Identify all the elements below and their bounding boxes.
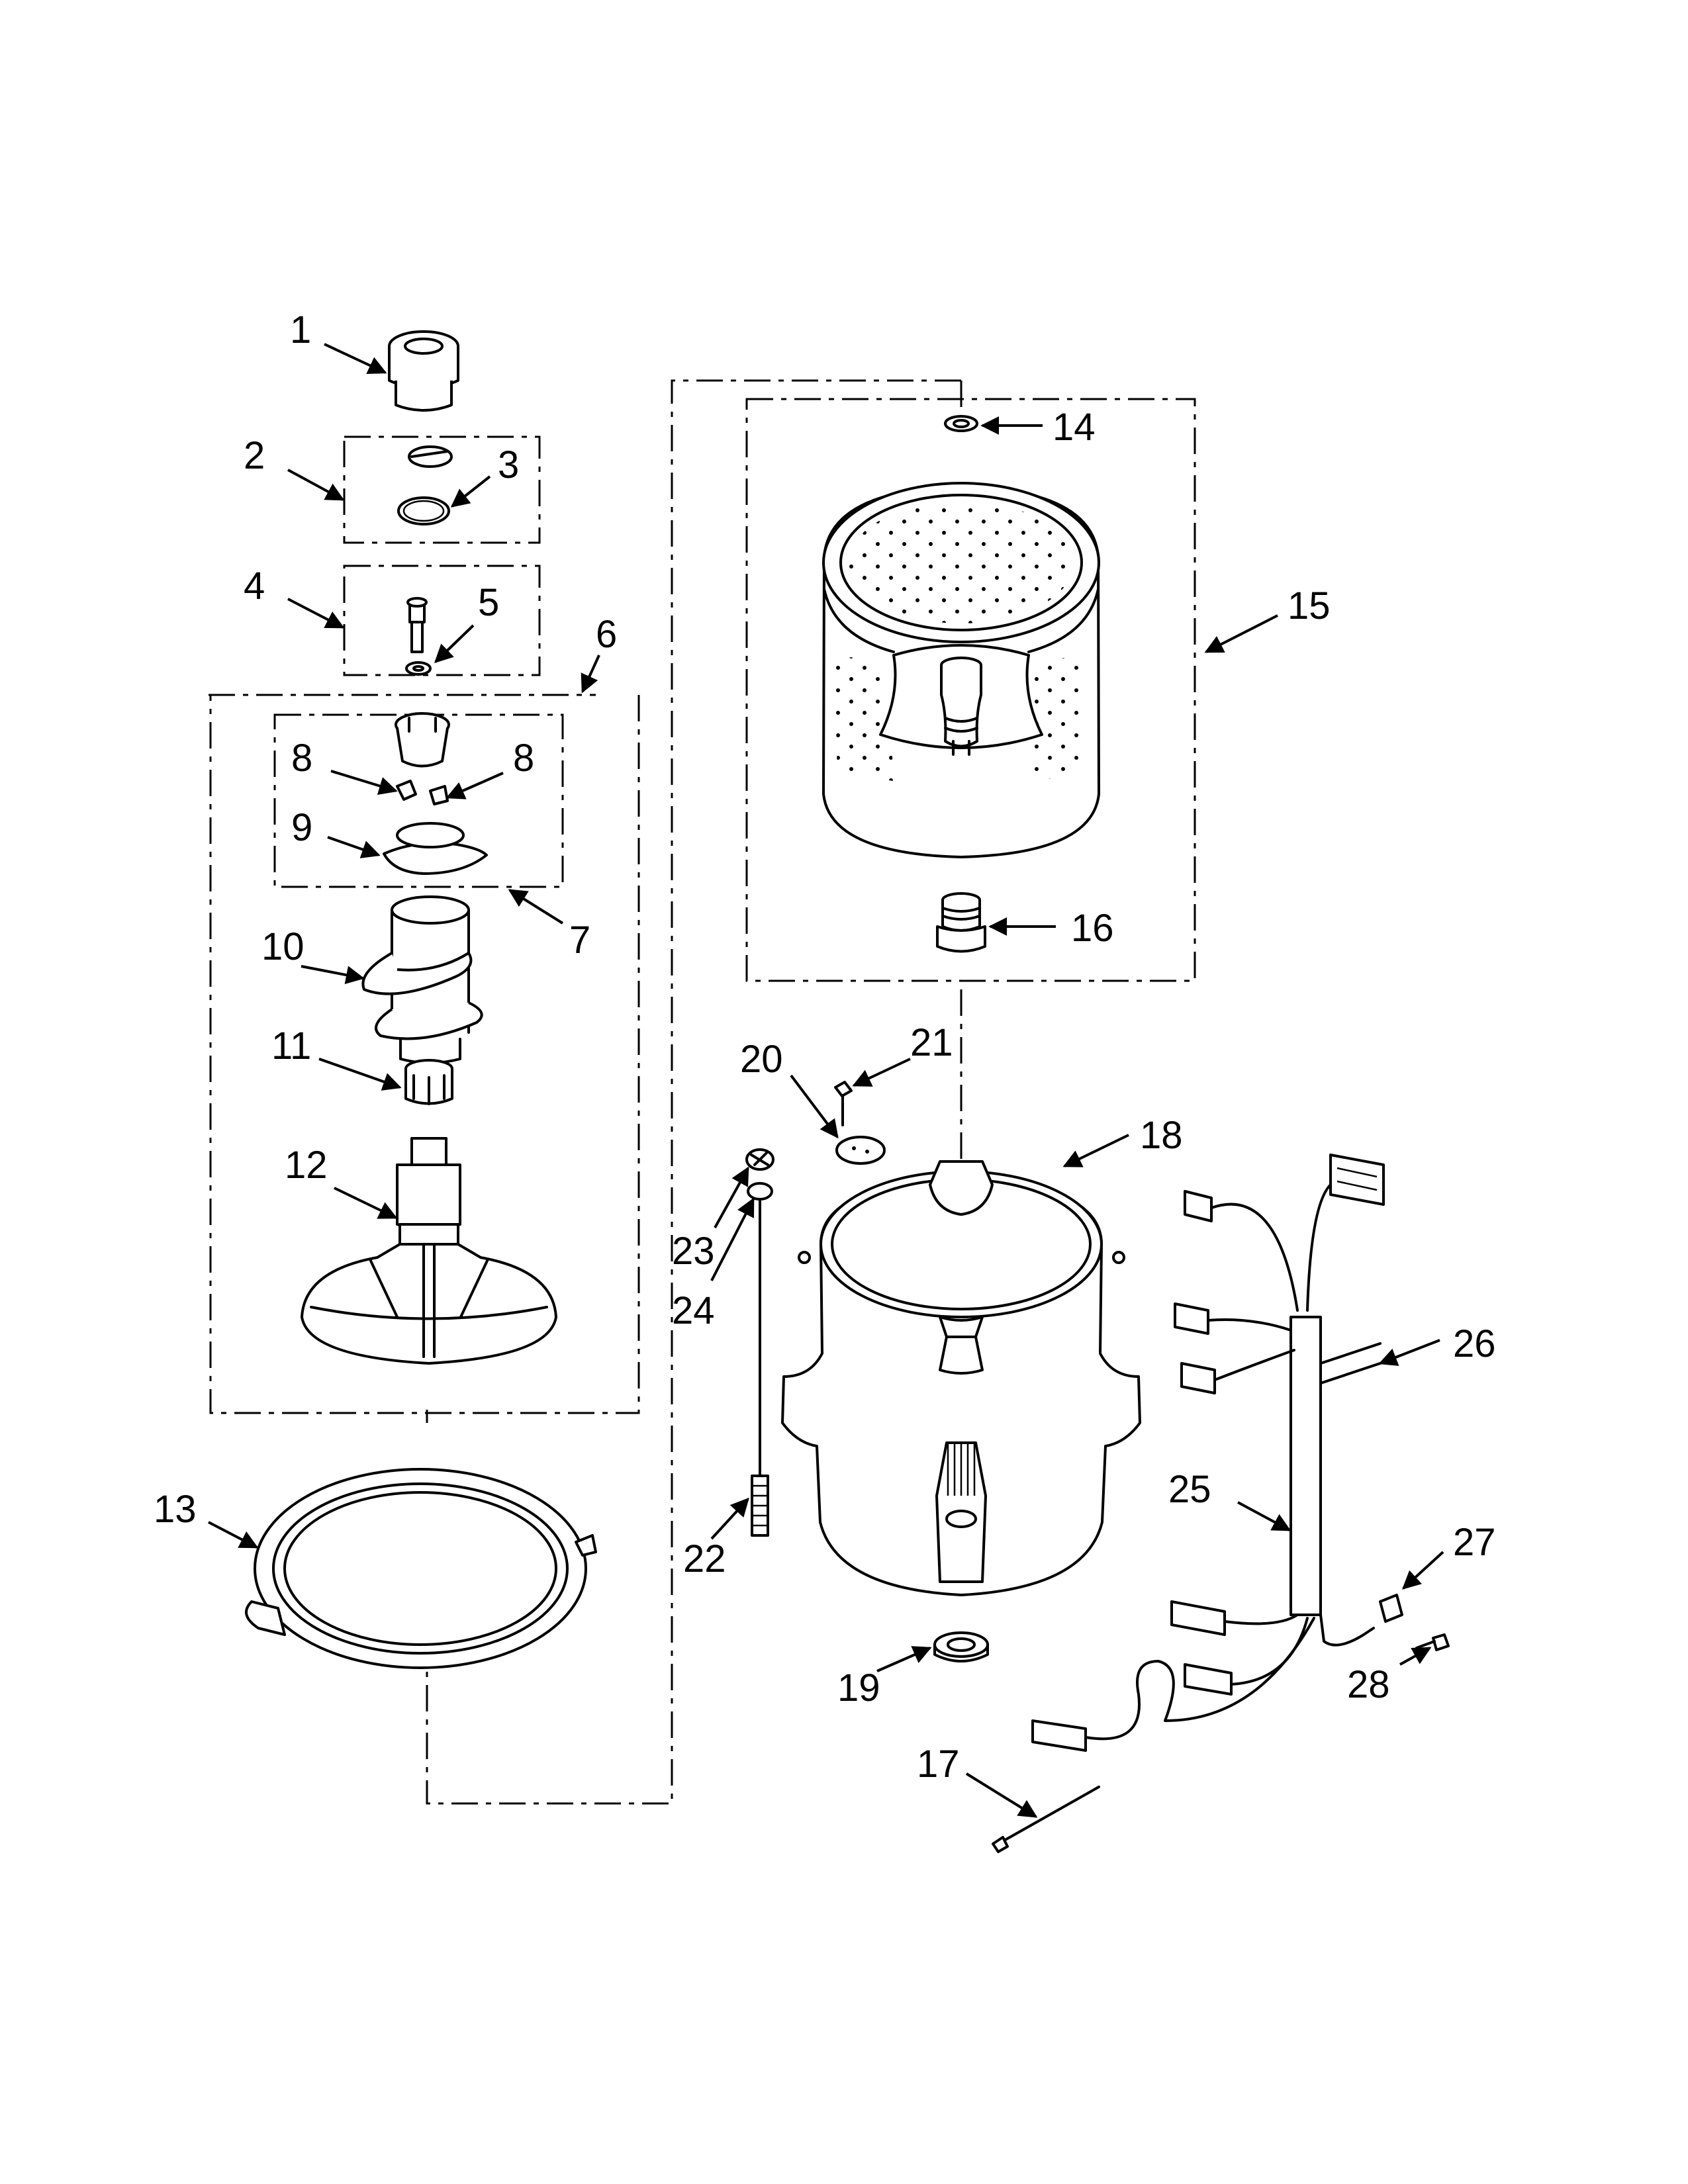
callout-6: 6 bbox=[596, 613, 617, 656]
leader-9 bbox=[327, 836, 381, 858]
part-6-cam-assembly bbox=[395, 712, 450, 768]
group-box-2 bbox=[343, 435, 541, 544]
leader-18 bbox=[1062, 1134, 1129, 1167]
leader-7 bbox=[508, 889, 564, 925]
part-23-pivot-dome bbox=[745, 1148, 774, 1171]
callout-1: 1 bbox=[290, 308, 311, 351]
leader-4 bbox=[287, 598, 345, 629]
callout-8-left: 8 bbox=[291, 737, 312, 780]
part-10-auger bbox=[361, 895, 483, 1064]
callout-27: 27 bbox=[1453, 1521, 1496, 1564]
part-16-drive-hub bbox=[936, 892, 986, 953]
callout-24: 24 bbox=[672, 1289, 715, 1332]
callout-26: 26 bbox=[1453, 1322, 1496, 1365]
leader-12 bbox=[334, 1187, 398, 1219]
leader-1 bbox=[324, 343, 387, 375]
assembly-link-line bbox=[426, 379, 962, 1805]
part-17-tie-strap bbox=[992, 1786, 1100, 1853]
callout-labels: 1 2 3 4 5 6 7 8 8 9 10 11 12 13 14 15 16… bbox=[154, 308, 1496, 1786]
part-1-agitator-cap bbox=[388, 330, 459, 412]
part-20-grommet bbox=[835, 1136, 886, 1165]
callout-21: 21 bbox=[910, 1021, 953, 1064]
part-27-harness-clip bbox=[1379, 1594, 1403, 1623]
callout-14: 14 bbox=[1053, 406, 1096, 449]
callout-11: 11 bbox=[271, 1024, 311, 1068]
leader-21 bbox=[852, 1058, 911, 1087]
leader-28 bbox=[1399, 1647, 1432, 1666]
callout-2: 2 bbox=[244, 434, 265, 477]
callout-28: 28 bbox=[1347, 1663, 1390, 1706]
group-box-6 bbox=[209, 694, 640, 1414]
part-19-tub-seal bbox=[933, 1631, 989, 1662]
part-8-dog-right bbox=[429, 785, 449, 805]
leader-5 bbox=[434, 624, 475, 663]
callout-23: 23 bbox=[672, 1230, 715, 1273]
callout-25: 25 bbox=[1168, 1468, 1211, 1511]
callout-16: 16 bbox=[1071, 907, 1114, 950]
callout-13: 13 bbox=[154, 1488, 197, 1531]
callout-4: 4 bbox=[244, 565, 265, 608]
callout-17: 17 bbox=[917, 1743, 960, 1786]
group-box-4 bbox=[343, 565, 541, 676]
callout-20: 20 bbox=[740, 1038, 783, 1081]
leader-15 bbox=[1204, 614, 1278, 653]
part-12-agitator-base bbox=[301, 1137, 557, 1365]
part-25-wire-harness bbox=[1031, 1154, 1385, 1752]
group-box-15 bbox=[745, 398, 1196, 982]
leader-20 bbox=[790, 1074, 839, 1139]
part-11-drive-coupling bbox=[404, 1059, 453, 1105]
part-18-outer-tub bbox=[781, 1160, 1141, 1596]
leader-25 bbox=[1237, 1501, 1291, 1531]
part-28-screw bbox=[1415, 1633, 1450, 1651]
leader-23 bbox=[714, 1166, 749, 1228]
group-boxes bbox=[209, 379, 1196, 1805]
part-24-suspension-ball bbox=[747, 1182, 773, 1201]
callout-15: 15 bbox=[1288, 584, 1331, 627]
part-15-wash-basket bbox=[822, 482, 1100, 858]
leader-11 bbox=[318, 1058, 402, 1091]
callout-22: 22 bbox=[683, 1537, 726, 1580]
leader-10 bbox=[301, 965, 365, 984]
leader-8a bbox=[330, 770, 398, 796]
callout-7: 7 bbox=[569, 919, 590, 962]
part-2-3-retainer-and-oring bbox=[397, 445, 453, 525]
leader-17 bbox=[965, 1772, 1038, 1818]
callout-3: 3 bbox=[498, 443, 519, 486]
part-22-suspension-rod-spring bbox=[751, 1200, 769, 1537]
callout-18: 18 bbox=[1140, 1114, 1183, 1157]
callout-9: 9 bbox=[291, 806, 312, 849]
part-13-tub-ring bbox=[245, 1468, 597, 1669]
callout-12: 12 bbox=[285, 1144, 328, 1187]
callout-5: 5 bbox=[478, 581, 499, 624]
part-4-5-bolt-and-washer bbox=[405, 597, 432, 676]
leader-27 bbox=[1401, 1551, 1444, 1590]
leader-3 bbox=[450, 475, 491, 508]
part-8-dog-left bbox=[396, 780, 417, 801]
leader-2 bbox=[287, 469, 345, 501]
part-21-screw bbox=[834, 1081, 853, 1126]
callout-10: 10 bbox=[261, 925, 305, 968]
leader-13 bbox=[208, 1521, 259, 1549]
leader-8b bbox=[445, 772, 504, 799]
leader-6 bbox=[581, 655, 600, 694]
leader-24 bbox=[710, 1197, 755, 1281]
leader-26 bbox=[1378, 1339, 1440, 1366]
group-box-7 bbox=[273, 713, 564, 888]
part-14-hub-nut bbox=[944, 415, 978, 432]
callout-19: 19 bbox=[837, 1666, 880, 1709]
leader-22 bbox=[710, 1497, 749, 1540]
callout-8-right: 8 bbox=[513, 737, 534, 780]
part-9-dog-retainer bbox=[383, 822, 488, 875]
leader-lines bbox=[208, 343, 1444, 1818]
leader-19 bbox=[876, 1646, 932, 1672]
